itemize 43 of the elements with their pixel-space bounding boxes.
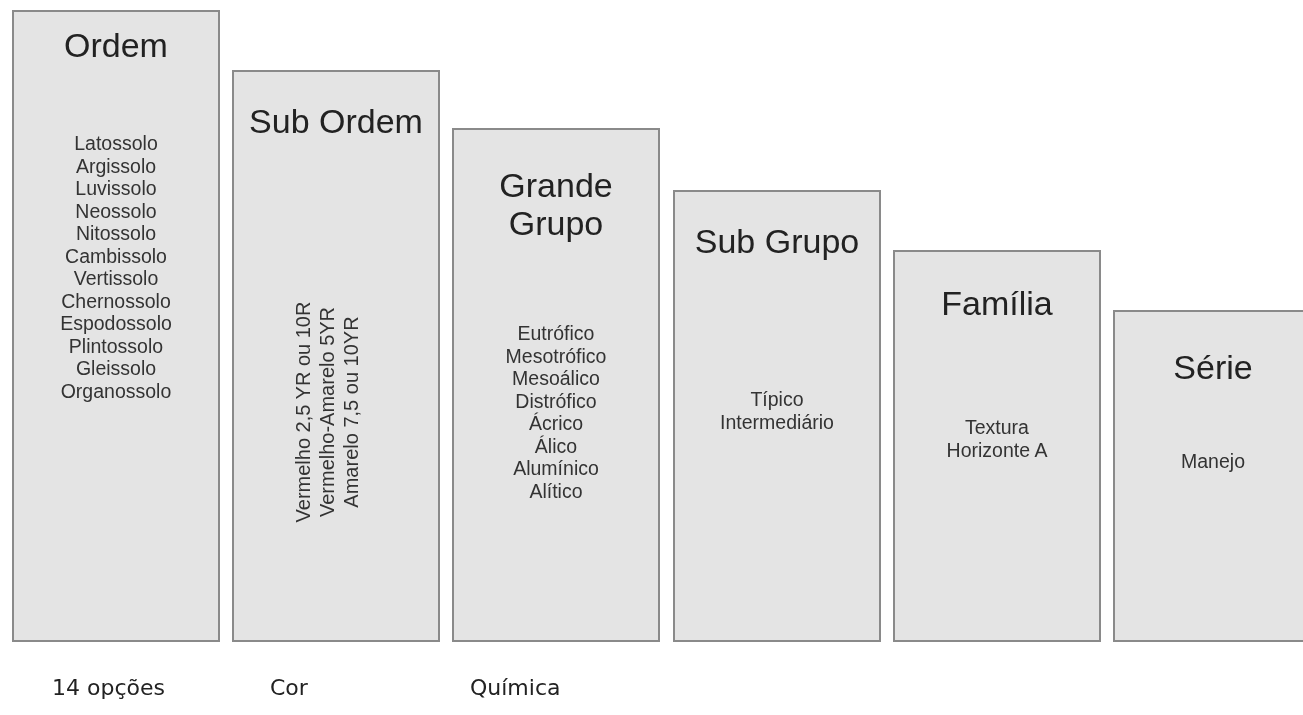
class-option: Amarelo 7,5 ou 10YR: [339, 316, 363, 508]
class-option: Horizonte A: [946, 438, 1048, 461]
class-option: Alítico: [529, 479, 583, 502]
level-heading: Família: [940, 284, 1054, 322]
classification-box: [893, 250, 1101, 642]
class-option: Gleissolo: [75, 357, 157, 380]
class-option: Vermelho 2,5 YR ou 10R: [291, 301, 315, 523]
class-option: Vermelho-Amarelo 5YR: [315, 306, 339, 518]
class-option: Eutrófico: [517, 322, 595, 345]
class-option: Organossolo: [60, 379, 172, 402]
class-option: Ácrico: [528, 412, 584, 435]
class-option: Latossolo: [74, 132, 158, 155]
criterion-label: Química: [470, 675, 561, 700]
class-option: Neossolo: [75, 199, 157, 222]
criterion-label: 14 opções: [52, 675, 165, 700]
classification-box: [452, 128, 660, 642]
level-heading: Grande Grupo: [498, 166, 614, 242]
level-heading: Série: [1172, 348, 1254, 386]
class-option: Distrófico: [515, 389, 597, 412]
class-option: Vertissolo: [73, 267, 159, 290]
class-option: Espodossolo: [60, 312, 172, 335]
class-option: Alumínico: [513, 457, 599, 480]
class-option: Cambissolo: [65, 244, 167, 267]
class-option: Álico: [534, 434, 578, 457]
classification-box: [673, 190, 881, 642]
class-option: Chernossolo: [61, 289, 171, 312]
class-option: Argissolo: [75, 154, 157, 177]
class-option: Mesotrófico: [505, 344, 607, 367]
classification-box: [12, 10, 220, 642]
classification-box: [1113, 310, 1303, 642]
class-option: Típico: [750, 388, 804, 411]
level-heading: Ordem: [63, 26, 169, 64]
class-option: Nitossolo: [75, 222, 157, 245]
level-heading: Sub Grupo: [693, 222, 861, 260]
class-option: Plintossolo: [68, 334, 164, 357]
criterion-label: Cor: [270, 675, 308, 700]
level-heading: Sub Ordem: [248, 102, 424, 140]
class-option: Mesoálico: [512, 367, 600, 390]
class-option: Intermediário: [720, 410, 834, 433]
class-option: Luvissolo: [75, 177, 157, 200]
class-option: Manejo: [1181, 450, 1245, 473]
class-option: Textura: [965, 416, 1029, 439]
classification-box: [232, 70, 440, 642]
